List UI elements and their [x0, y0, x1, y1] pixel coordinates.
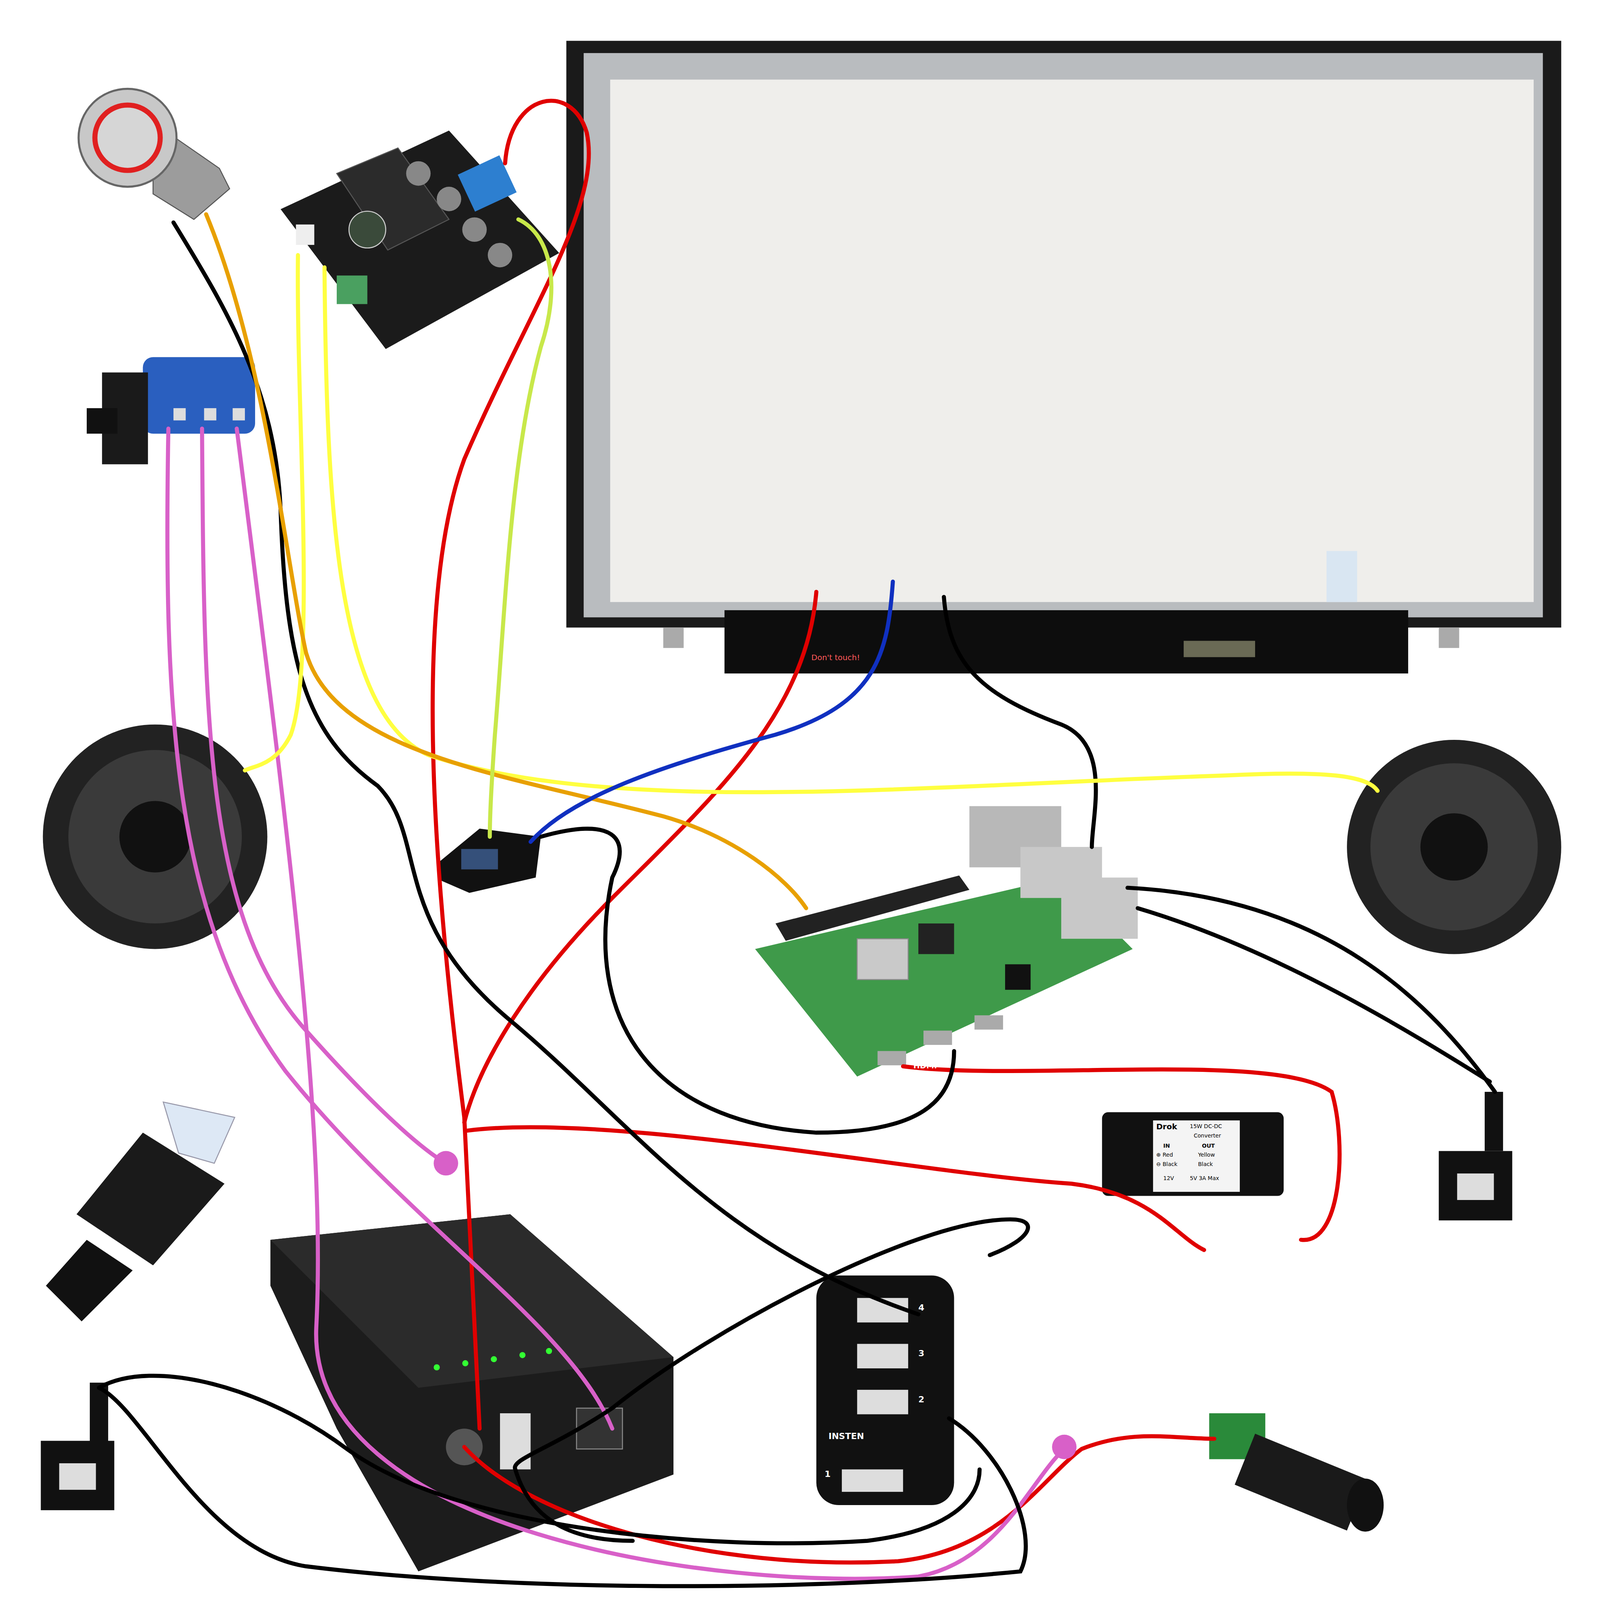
speaker-left: [42, 724, 268, 950]
component-label: 2: [918, 1394, 925, 1405]
component-label: 1: [824, 1469, 831, 1479]
usb-panel-right: [1438, 1091, 1513, 1221]
amplifier-board: [280, 130, 559, 349]
sd-card-reader: [46, 1101, 235, 1322]
component-label: INSTEN: [828, 1431, 865, 1442]
component-label: 12V: [1163, 1175, 1174, 1182]
component-label: Black: [1198, 1161, 1213, 1168]
component-label: 15W DC-DC: [1189, 1123, 1222, 1130]
component-label: Yellow: [1198, 1151, 1215, 1158]
speaker-right: [1346, 739, 1562, 955]
component-label: Drok: [1156, 1122, 1178, 1131]
wires: [98, 100, 1495, 1587]
usb-panel-left: [40, 1382, 115, 1511]
push-button: [78, 88, 230, 220]
component-label: ⊕ Red: [1156, 1151, 1174, 1158]
component-label: 5V 3A Max: [1189, 1175, 1220, 1182]
usb-hub: [816, 1275, 955, 1506]
component-label: Converter: [1193, 1132, 1222, 1139]
component-label: ⊖ Black: [1156, 1161, 1178, 1168]
dc-dc-converter: [1101, 1112, 1284, 1196]
component-label: IN: [1163, 1142, 1170, 1149]
rotary-switch: [86, 357, 256, 465]
raspberry-pi: [755, 806, 1138, 1077]
component-label: OUT: [1201, 1142, 1215, 1149]
component-label: Don't touch!: [811, 653, 860, 662]
component-label: HDMI: [913, 1061, 938, 1070]
dc-jack: [1209, 1413, 1384, 1532]
component-label: 4: [918, 1303, 925, 1313]
junction-dot: [433, 1151, 459, 1176]
lcd-panel: [566, 40, 1562, 674]
junction-dot: [1051, 1434, 1077, 1460]
component-label: 3: [918, 1348, 925, 1359]
